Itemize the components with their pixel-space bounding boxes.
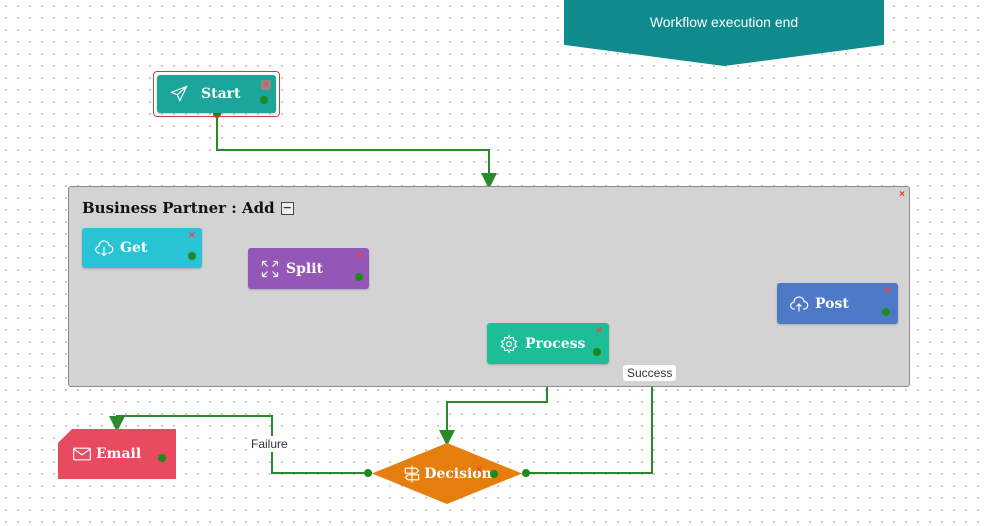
edge-decision-email[interactable]: [109, 415, 372, 474]
collapse-icon[interactable]: −: [280, 200, 294, 215]
process-node-label: Process: [525, 335, 586, 352]
send-icon: [169, 85, 188, 103]
start-node-selection[interactable]: Start ×: [153, 71, 280, 117]
cloud-upload-icon: [790, 295, 809, 311]
cloud-download-icon: [95, 240, 114, 257]
output-port[interactable]: [355, 273, 363, 281]
close-icon[interactable]: ×: [594, 325, 603, 336]
close-icon[interactable]: ×: [899, 189, 905, 200]
signpost-icon: [404, 465, 420, 482]
envelope-icon: [73, 447, 91, 461]
decision-node-label: Decision: [424, 465, 492, 482]
edge-label-failure: Failure: [247, 436, 292, 452]
group-business-partner-add[interactable]: Business Partner : Add − × Get × Split ×…: [68, 186, 910, 387]
workflow-end-label: Workflow execution end: [649, 14, 799, 30]
group-title-label: Business Partner : Add: [82, 199, 275, 217]
output-port[interactable]: [158, 454, 166, 462]
get-node-label: Get: [120, 240, 148, 256]
output-port[interactable]: [260, 96, 268, 104]
group-title: Business Partner : Add −: [82, 199, 294, 217]
start-node-label: Start: [201, 86, 241, 102]
edge-start-group[interactable]: [216, 115, 497, 189]
post-node-label: Post: [815, 295, 849, 312]
output-port[interactable]: [188, 252, 196, 260]
close-icon[interactable]: ×: [261, 80, 271, 90]
close-icon[interactable]: ×: [883, 285, 892, 296]
post-node[interactable]: Post ×: [777, 283, 898, 324]
split-node[interactable]: Split ×: [248, 248, 369, 289]
output-port[interactable]: [593, 348, 601, 356]
close-icon[interactable]: ×: [187, 230, 196, 241]
expand-arrows-icon: [261, 260, 279, 277]
close-icon[interactable]: ×: [354, 250, 363, 261]
gear-icon: [500, 333, 518, 354]
output-port[interactable]: [882, 308, 890, 316]
split-node-label: Split: [286, 260, 324, 277]
edge-label-success: Success: [623, 365, 677, 381]
output-port[interactable]: [490, 470, 498, 478]
get-node[interactable]: Get ×: [82, 228, 202, 268]
start-node[interactable]: Start ×: [157, 75, 276, 113]
email-node[interactable]: Email: [58, 429, 176, 479]
email-node-label: Email: [96, 446, 142, 462]
close-icon[interactable]: ×: [475, 464, 484, 475]
process-node[interactable]: Process ×: [487, 323, 609, 364]
